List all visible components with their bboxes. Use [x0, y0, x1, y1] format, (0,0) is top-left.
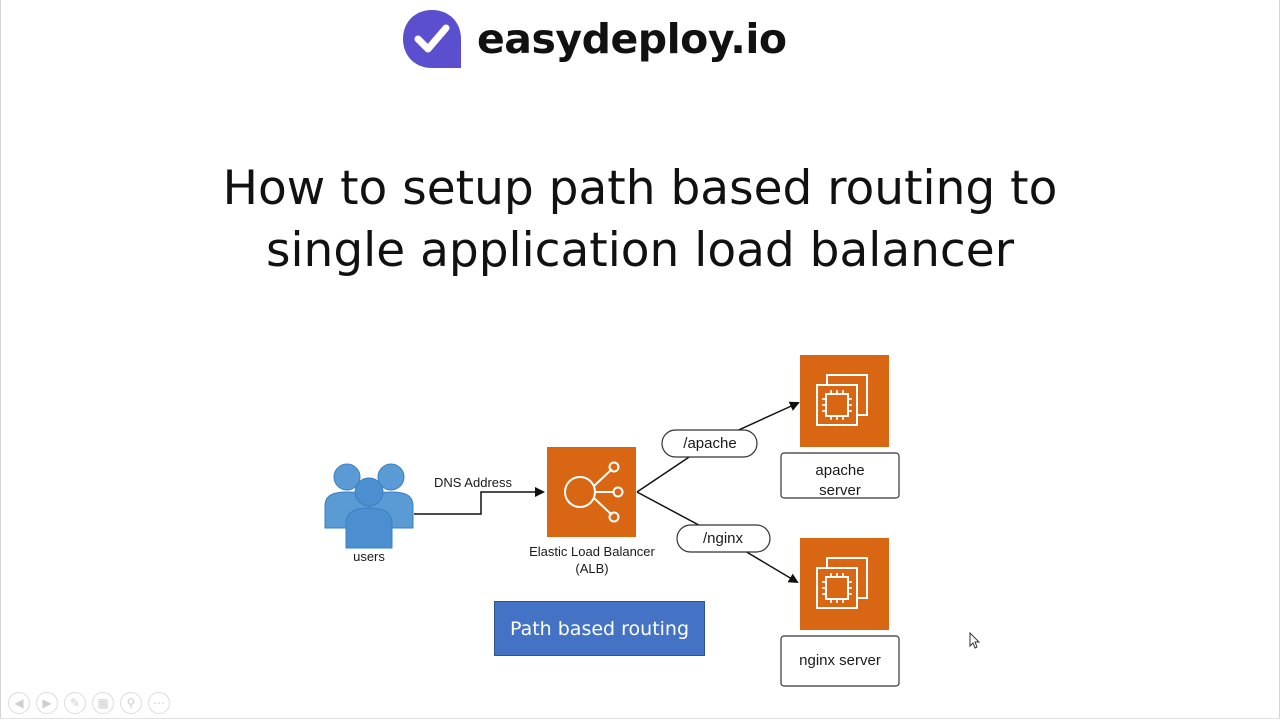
elastic-load-balancer-icon — [547, 447, 636, 537]
alb-label-line-2: (ALB) — [575, 561, 608, 576]
previous-icon[interactable]: ◀ — [8, 692, 30, 714]
users-icon — [324, 463, 414, 549]
slide-title-line-1: How to setup path based routing to — [222, 161, 1058, 216]
pen-icon[interactable]: ✎ — [64, 692, 86, 714]
zoom-icon[interactable]: ⚲ — [120, 692, 142, 714]
route-apache-label: /apache — [683, 435, 736, 452]
checkmark-logo-icon — [403, 10, 461, 68]
more-icon[interactable]: ⋯ — [148, 692, 170, 714]
apache-server-label-line-1: apache — [815, 462, 864, 479]
nginx-server-ec2-icon — [800, 538, 889, 630]
alb-label-line-1: Elastic Load Balancer — [529, 544, 655, 559]
apache-server-ec2-icon — [800, 355, 889, 447]
apache-server-label-line-2: server — [819, 482, 861, 499]
brand-logo: easydeploy.io — [401, 8, 787, 70]
users-label: users — [353, 549, 385, 564]
next-icon[interactable]: ▶ — [36, 692, 58, 714]
slideshow-controls: ◀ ▶ ✎ ▦ ⚲ ⋯ — [8, 692, 170, 714]
slide-title-line-2: single application load balancer — [265, 223, 1015, 278]
route-nginx-pill — [676, 524, 771, 553]
nginx-server-label: nginx server — [799, 652, 881, 669]
dns-address-label: DNS Address — [434, 475, 513, 490]
nginx-server-label-box — [780, 635, 900, 687]
route-nginx-label: /nginx — [703, 530, 744, 547]
apache-server-label-box — [780, 452, 900, 499]
mouse-cursor-icon — [969, 631, 981, 649]
slide-title: How to setup path based routing to singl… — [0, 158, 1280, 282]
route-apache-pill — [661, 429, 758, 458]
path-based-routing-caption: Path based routing — [494, 601, 705, 656]
dns-connector — [414, 487, 545, 515]
slides-icon[interactable]: ▦ — [92, 692, 114, 714]
brand-name: easydeploy.io — [477, 15, 787, 63]
